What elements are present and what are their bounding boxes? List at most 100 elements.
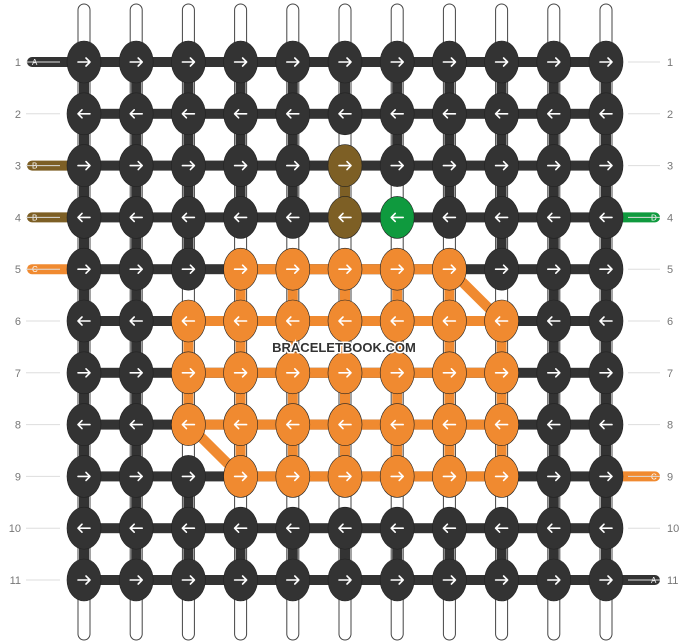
strand-link [496, 372, 507, 425]
row-label-right: 7 [667, 368, 673, 380]
knot [118, 144, 154, 187]
knot [118, 506, 154, 550]
arrow-right-icon [599, 575, 613, 585]
arrow-left-icon [494, 523, 509, 533]
arrow-right-icon [390, 57, 404, 67]
strand-link [601, 165, 611, 218]
strand-link [548, 321, 559, 373]
knot [118, 247, 154, 291]
knot [66, 351, 102, 395]
strand-link [183, 321, 194, 373]
arrow-right-icon [233, 264, 248, 274]
knot [223, 144, 258, 187]
strand-link [287, 62, 298, 114]
arrow-right-icon [77, 160, 91, 171]
knot [118, 558, 154, 602]
knot [327, 247, 363, 291]
strand-link [496, 217, 507, 270]
knot [536, 558, 572, 602]
arrow-right-icon [181, 471, 196, 482]
knot [118, 403, 154, 446]
knot [171, 506, 206, 550]
arrow-left-icon [599, 212, 613, 223]
knot [118, 196, 154, 239]
knot [66, 247, 102, 291]
arrow-left-icon [390, 419, 404, 430]
arrow-right-icon [599, 160, 613, 171]
knot [66, 299, 102, 343]
knot [432, 196, 467, 239]
knot [588, 92, 624, 136]
row-label-right: 3 [667, 161, 673, 173]
arrow-left-icon [494, 109, 509, 119]
arrow-right-icon [181, 368, 196, 378]
knot [171, 351, 206, 395]
arrow-left-icon [442, 419, 457, 430]
strand-link [235, 165, 246, 218]
strand-link [397, 471, 450, 482]
arrow-right-icon [390, 264, 404, 274]
arrow-left-icon [77, 419, 91, 430]
knot [588, 196, 624, 239]
knot [536, 247, 572, 291]
arrow-right-icon [77, 368, 91, 378]
knot [327, 40, 363, 84]
strand-link [183, 165, 194, 218]
strand-link [340, 165, 350, 218]
arrow-left-icon [547, 109, 561, 119]
knot [223, 299, 258, 343]
strand-link [235, 62, 246, 114]
arrow-left-icon [547, 419, 561, 430]
knot [171, 558, 206, 602]
arrow-right-icon [129, 57, 143, 67]
knot [379, 299, 415, 343]
arrow-left-icon [338, 419, 352, 430]
arrow-left-icon [77, 109, 91, 119]
knot [66, 92, 102, 136]
strand-link [287, 165, 298, 218]
knot [275, 351, 311, 395]
row-label-right: 4 [667, 212, 673, 224]
strand-link [496, 62, 507, 114]
arrow-left-icon [599, 109, 613, 119]
knot [275, 455, 311, 498]
arrow-left-icon [390, 316, 404, 326]
knot [275, 247, 311, 291]
strand-link [345, 419, 398, 430]
strand-link [496, 113, 507, 166]
arrow-right-icon [286, 160, 300, 171]
knot [484, 144, 519, 187]
arrow-left-icon [129, 419, 143, 430]
arrow-left-icon [547, 316, 561, 326]
arrow-right-icon [129, 368, 143, 378]
strand-link [79, 424, 89, 477]
arrow-left-icon [494, 316, 509, 326]
arrow-right-icon [547, 57, 561, 67]
knot [327, 299, 363, 343]
strand-link [131, 269, 142, 321]
knot [588, 299, 624, 343]
knot [536, 196, 572, 239]
strand-link [188, 419, 241, 430]
knot [588, 351, 624, 395]
arrow-right-icon [233, 575, 248, 585]
knot [171, 144, 206, 187]
arrow-right-icon [77, 264, 91, 274]
arrow-left-icon [442, 316, 457, 326]
knot [484, 558, 519, 602]
row-label-right: 8 [667, 420, 673, 432]
strand-link [601, 62, 611, 114]
strand-link [548, 62, 559, 114]
knot [379, 247, 415, 291]
arrow-right-icon [181, 57, 196, 67]
arrow-right-icon [129, 575, 143, 585]
arrow-right-icon [77, 57, 91, 67]
arrow-left-icon [442, 523, 457, 533]
arrow-right-icon [494, 160, 509, 171]
